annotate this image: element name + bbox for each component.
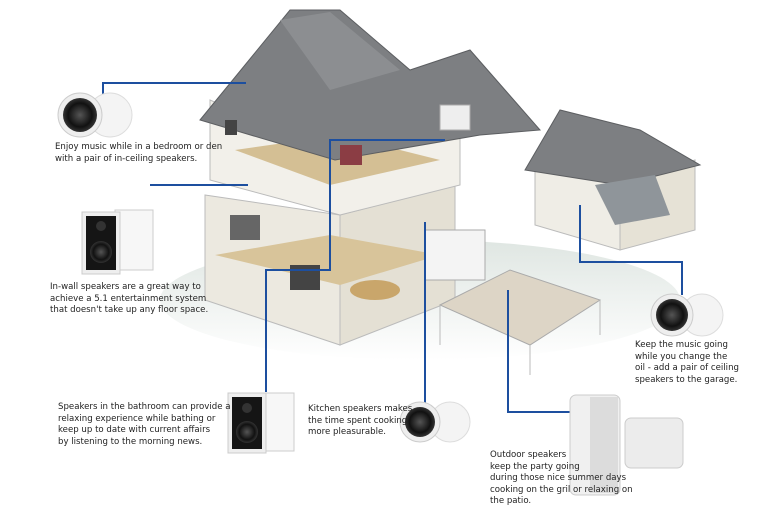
connector-lines: [102, 82, 683, 413]
caption-in-wall: In-wall speakers are a great way to achi…: [50, 282, 209, 315]
caption-bathroom: Speakers in the bathroom can provide a r…: [58, 402, 231, 447]
patio-deck: [438, 269, 602, 375]
ceiling-speaker-garage: [650, 293, 724, 337]
outdoor-speakers: [569, 394, 684, 496]
in-wall-speaker: [81, 209, 154, 275]
caption-outdoor: Outdoor speakers keep the party going du…: [490, 450, 633, 506]
caption-kitchen: Kitchen speakers makes the time spent co…: [308, 404, 413, 437]
ceiling-speaker-bedroom: [57, 92, 133, 138]
in-wall-speaker-bathroom: [227, 392, 295, 454]
main-house: [199, 9, 542, 346]
caption-garage: Keep the music going while you change th…: [635, 340, 739, 385]
garage: [524, 109, 702, 251]
caption-bedroom: Enjoy music while in a bedroom or den wi…: [55, 142, 223, 164]
ceiling-speaker-kitchen: [399, 401, 471, 443]
